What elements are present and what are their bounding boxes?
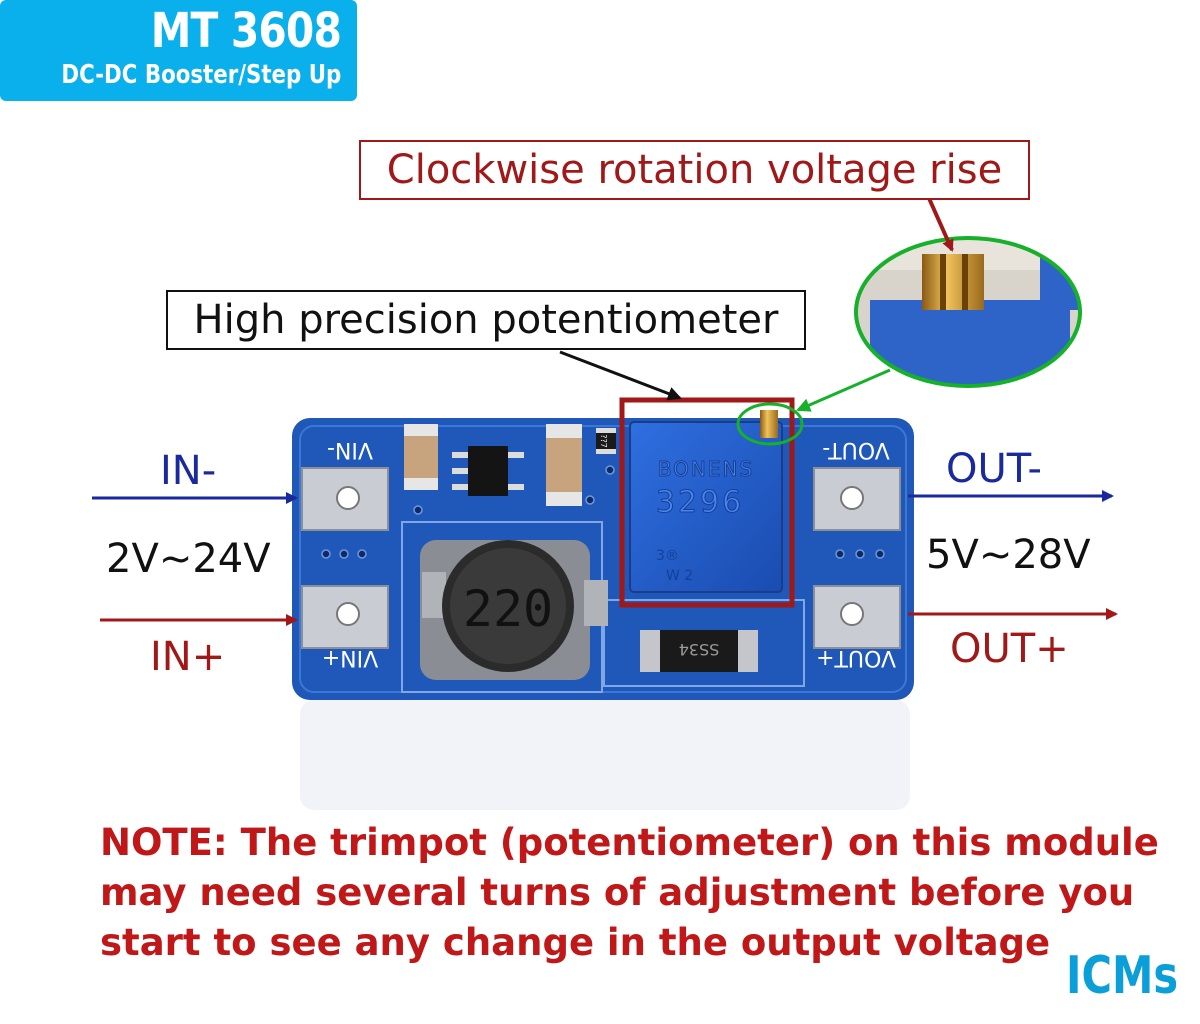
potentiometer-highlight <box>619 397 795 608</box>
rotation-arrow <box>926 195 954 252</box>
svg-text:3®: 3® <box>656 548 679 564</box>
zoom-link-arrow <box>796 368 891 412</box>
inductor-label: 220 <box>463 580 553 638</box>
silk-vin-minus: VIN- <box>327 437 373 462</box>
svg-text:W 2: W 2 <box>666 568 693 584</box>
adjustment-note: NOTE: The trimpot (potentiometer) on thi… <box>100 818 1160 968</box>
svg-text:SS34: SS34 <box>679 640 720 659</box>
input-range-label: 2V~24V <box>106 536 271 582</box>
in-minus-label: IN- <box>160 448 217 494</box>
screw-zoom-inset <box>854 236 1082 388</box>
inductor: 220 <box>420 540 608 680</box>
terminal-pad-vout-plus <box>813 585 901 649</box>
note-line: NOTE: The trimpot (potentiometer) on thi… <box>100 821 1159 864</box>
capacitor-2 <box>546 424 582 506</box>
screw-highlight <box>736 402 804 446</box>
output-range-label: 5V~28V <box>926 532 1091 578</box>
badge-subtitle: DC-DC Booster/Step Up <box>61 60 342 90</box>
title-badge: MT 3608 DC-DC Booster/Step Up <box>0 0 357 101</box>
silk-vout-minus: VOUT- <box>822 437 889 462</box>
potentiometer-arrow <box>559 350 682 401</box>
potentiometer-callout: High precision potentiometer <box>166 290 806 350</box>
silk-vin-plus: VIN+ <box>322 645 378 670</box>
capacitor-1 <box>404 424 438 490</box>
svg-text:BONENS: BONENS <box>658 457 754 481</box>
terminal-pad-vin-minus <box>301 467 389 531</box>
out-plus-label: OUT+ <box>950 626 1069 672</box>
svg-text:3296: 3296 <box>656 485 744 520</box>
svg-text:??7: ??7 <box>599 434 608 448</box>
potentiometer: BONENS 3296 3® W 2 <box>629 410 783 593</box>
smd-resistor: ??7 <box>596 428 616 454</box>
silk-vout-plus: VOUT+ <box>816 645 896 670</box>
rotation-callout: Clockwise rotation voltage rise <box>359 140 1030 200</box>
terminal-pad-vout-minus <box>813 467 901 531</box>
in-plus-label: IN+ <box>150 634 226 680</box>
board-reflection <box>300 700 910 810</box>
pcb-vias <box>321 465 885 559</box>
ic-chip <box>452 446 524 496</box>
note-line: may need several turns of adjustment bef… <box>100 871 1135 914</box>
out-minus-label: OUT- <box>946 446 1042 492</box>
brand-logo: ICMs <box>1066 946 1179 1006</box>
terminal-pad-vin-plus <box>301 585 389 649</box>
diode: SS34 <box>640 630 758 672</box>
note-line: start to see any change in the output vo… <box>100 921 1051 964</box>
badge-title: MT 3608 <box>150 3 342 59</box>
